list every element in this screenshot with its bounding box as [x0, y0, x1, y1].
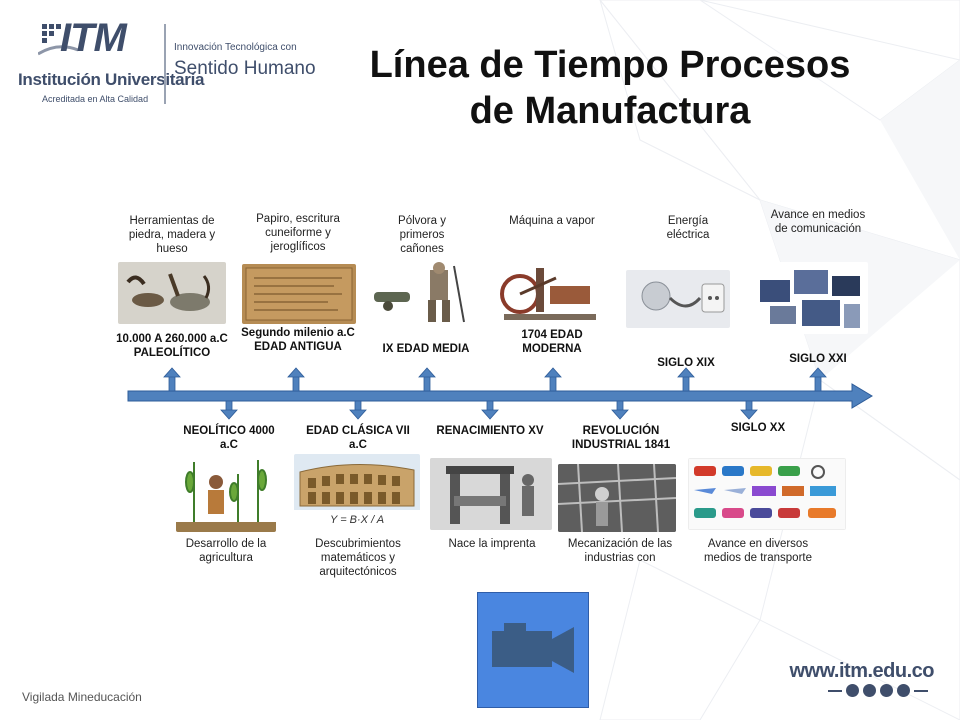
marker-paleolitico	[163, 367, 181, 392]
vigilada-label: Vigilada Mineducación	[22, 690, 142, 704]
era-siglo-xx: SIGLO XX	[730, 422, 786, 434]
facebook-icon[interactable]	[846, 684, 859, 697]
itm-emblem-icon	[38, 24, 78, 56]
steam-engine-image	[496, 258, 604, 324]
page-title: Línea de Tiempo Procesos de Manufactura	[300, 42, 920, 134]
desc-paleolitico: Herramientas de piedra, madera y hueso	[128, 215, 216, 255]
era-renacimiento: RENACIMIENTO XV	[436, 425, 544, 437]
desc-edad-moderna: Máquina a vapor	[509, 215, 595, 227]
papyrus-image	[242, 264, 356, 324]
era-edad-media: IX EDAD MEDIA	[382, 343, 470, 355]
cannon-knight-image	[368, 262, 480, 326]
era-paleolitico: 10.000 A 260.000 a.C PALEOLÍTICO	[116, 333, 228, 359]
social-icons	[828, 684, 928, 697]
desc-siglo-xix: Energía eléctrica	[666, 215, 710, 241]
era-edad-clasica: EDAD CLÁSICA VII a.C	[306, 425, 410, 451]
era-edad-moderna: 1704 EDAD MODERNA	[521, 329, 583, 355]
marker-edad-media	[418, 367, 436, 392]
era-edad-antigua: Segundo milenio a.C EDAD ANTIGUA	[241, 327, 355, 353]
logo-tagline-small: Innovación Tecnológica con	[174, 42, 297, 53]
marker-revolucion-industrial	[611, 400, 629, 420]
desc-siglo-xx: Avance en diversos medios de transporte	[703, 538, 813, 564]
itm-logo: ITM Institución Universitaria Acreditada…	[18, 14, 316, 114]
logo-brand: ITM	[60, 16, 127, 60]
marker-siglo-xxi	[809, 367, 827, 392]
transport-image	[688, 458, 846, 530]
website-link[interactable]: www.itm.edu.co	[789, 660, 935, 682]
era-revolucion-industrial: REVOLUCIÓN INDUSTRIAL 1841	[571, 425, 671, 451]
logo-tagline-large: Sentido Humano	[174, 58, 316, 79]
printing-press-image	[430, 458, 552, 530]
logo-accredited: Acreditada en Alta Calidad	[42, 94, 149, 104]
video-camera-icon	[492, 623, 574, 673]
desc-revolucion-industrial: Mecanización de las industrias con	[567, 538, 673, 564]
logo-institution: Institución Universitaria	[18, 70, 205, 89]
formula-label: Y = B·X / A	[330, 514, 385, 526]
marker-edad-clasica	[349, 400, 367, 420]
marker-renacimiento	[481, 400, 499, 420]
colosseum-image: Y = B·X / A	[294, 454, 420, 534]
stone-tools-image	[118, 262, 226, 324]
marker-edad-antigua	[287, 367, 305, 392]
desc-siglo-xxi: Avance en medios de comunicación	[770, 209, 866, 235]
marker-siglo-xix	[677, 367, 695, 392]
desc-edad-media: Pólvora y primeros cañones	[398, 215, 446, 255]
social-divider-left	[828, 689, 842, 692]
desc-neolitico: Desarrollo de la agricultura	[185, 538, 267, 564]
youtube-icon[interactable]	[897, 684, 910, 697]
electric-plug-image	[626, 270, 730, 328]
communication-devices-image	[752, 262, 868, 334]
title-line-2: de Manufactura	[469, 90, 751, 132]
era-siglo-xxi: SIGLO XXI	[789, 353, 847, 365]
video-player[interactable]	[477, 592, 589, 708]
twitter-icon[interactable]	[880, 684, 893, 697]
era-neolitico: NEOLÍTICO 4000 a.C	[183, 425, 275, 451]
desc-renacimiento: Nace la imprenta	[448, 538, 536, 550]
social-divider-right	[914, 689, 928, 692]
logo-separator	[164, 24, 166, 104]
era-siglo-xix: SIGLO XIX	[657, 357, 715, 369]
marker-siglo-xx	[740, 400, 758, 420]
desc-edad-clasica: Descubrimientos matemáticos y arquitectó…	[315, 538, 401, 578]
marker-neolitico	[220, 400, 238, 420]
marker-edad-moderna	[544, 367, 562, 392]
industrial-machinery-image	[558, 464, 676, 532]
agriculture-image	[176, 452, 276, 532]
instagram-icon[interactable]	[863, 684, 876, 697]
title-line-1: Línea de Tiempo Procesos	[369, 44, 851, 86]
desc-edad-antigua: Papiro, escritura cuneiforme y jeroglífi…	[256, 213, 340, 253]
